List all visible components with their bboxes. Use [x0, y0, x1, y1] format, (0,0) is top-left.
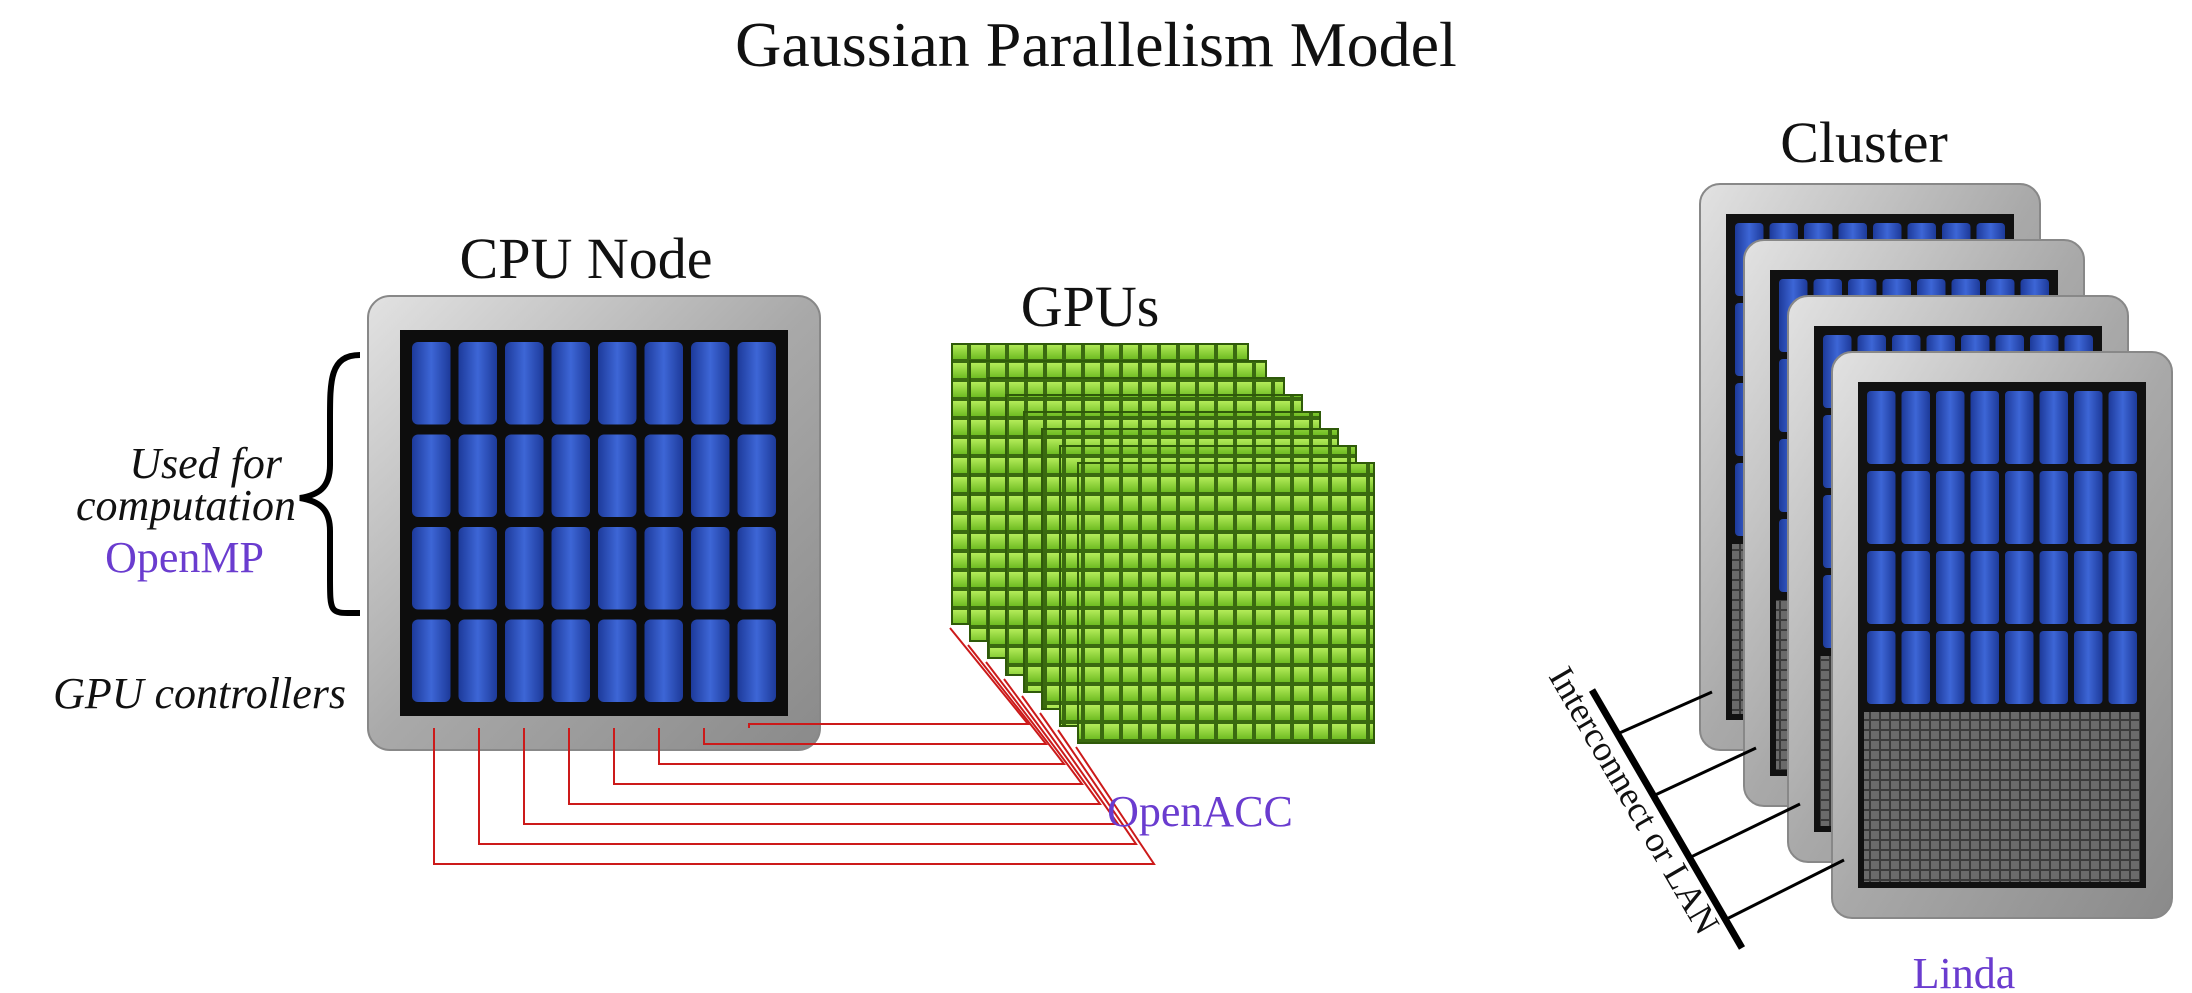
cluster-core	[2108, 551, 2137, 624]
cpu-core	[691, 619, 730, 702]
cluster-core	[1936, 471, 1965, 544]
controller-wire	[523, 712, 1120, 825]
cluster-core	[2108, 391, 2137, 464]
openacc-label: OpenACC	[1107, 787, 1293, 836]
controller-wire	[478, 728, 1138, 845]
cpu-core	[412, 342, 451, 425]
controller-wires	[433, 627, 1156, 865]
cpu-core	[644, 527, 683, 610]
controller-wire	[433, 728, 1156, 865]
controller-wire	[613, 678, 1084, 785]
cpu-core	[412, 434, 451, 517]
cpu-core	[551, 619, 590, 702]
cpu-core	[737, 342, 776, 425]
cpu-core	[598, 527, 637, 610]
cluster-core	[2074, 471, 2103, 544]
cluster-node	[1831, 351, 2173, 919]
controller-wire	[748, 627, 1031, 728]
cluster-core	[2005, 471, 2034, 544]
note-computation: computation	[76, 481, 296, 530]
cpu-core	[598, 434, 637, 517]
cpu-core	[412, 527, 451, 610]
cluster-core	[1901, 471, 1930, 544]
cluster-core	[2039, 551, 2068, 624]
cluster-core	[2074, 391, 2103, 464]
cpu-core	[458, 527, 497, 610]
controller-wire	[568, 695, 1102, 805]
cpu-core	[458, 434, 497, 517]
cpu-core	[551, 527, 590, 610]
cpu-core	[505, 342, 544, 425]
cluster-heading: Cluster	[1780, 110, 1948, 175]
controller-wire	[703, 644, 1049, 745]
cpu-core	[598, 619, 637, 702]
cluster-core	[1901, 631, 1930, 704]
cluster-core	[2005, 551, 2034, 624]
lan-link	[1724, 858, 1845, 921]
interconnect-lines	[1616, 690, 1845, 921]
gpu-card	[1077, 462, 1375, 744]
cpu-core	[644, 619, 683, 702]
cpu-core	[691, 342, 730, 425]
cluster-core	[2039, 631, 2068, 704]
lan-link	[1616, 690, 1713, 736]
cpu-core	[737, 527, 776, 610]
cpu-chip-icon	[367, 295, 821, 751]
cluster-core	[1901, 391, 1930, 464]
cpu-core	[505, 527, 544, 610]
cpu-core	[644, 434, 683, 517]
cluster-core	[2005, 631, 2034, 704]
cluster-node-icon	[1699, 183, 2173, 919]
cpu-core	[598, 342, 637, 425]
openmp-label: OpenMP	[105, 533, 264, 582]
lan-link	[1688, 802, 1801, 860]
cpu-core	[691, 434, 730, 517]
cluster-core	[1970, 551, 1999, 624]
cpu-node-heading: CPU Node	[460, 226, 713, 291]
cpu-core	[505, 619, 544, 702]
cpu-core	[644, 342, 683, 425]
cluster-core	[1867, 631, 1896, 704]
cpu-core	[737, 619, 776, 702]
cpu-core	[551, 434, 590, 517]
cluster-core	[1901, 551, 1930, 624]
cluster-core	[1867, 551, 1896, 624]
gpus-heading: GPUs	[1021, 274, 1160, 339]
note-used-for: Used for	[129, 439, 283, 488]
cluster-core	[1867, 391, 1896, 464]
gpu-controllers-label: GPU controllers	[53, 669, 346, 718]
cpu-core	[737, 434, 776, 517]
cpu-core	[505, 434, 544, 517]
cluster-core	[2005, 391, 2034, 464]
cluster-core	[1936, 631, 1965, 704]
cluster-core	[1970, 471, 1999, 544]
brace-icon	[299, 352, 361, 617]
cpu-core	[551, 342, 590, 425]
cluster-core	[1970, 391, 1999, 464]
linda-label: Linda	[1913, 949, 2016, 993]
cluster-core	[2039, 391, 2068, 464]
cluster-mesh	[1864, 712, 2140, 882]
cpu-core	[458, 619, 497, 702]
cpu-core	[458, 342, 497, 425]
cluster-core	[2074, 551, 2103, 624]
interconnect-bar	[1588, 688, 1746, 950]
cpu-die	[400, 330, 788, 716]
cluster-core	[1970, 631, 1999, 704]
cluster-core	[1936, 551, 1965, 624]
controller-wire	[658, 661, 1067, 765]
cluster-core	[2108, 631, 2137, 704]
cpu-core	[412, 619, 451, 702]
cluster-core	[2108, 471, 2137, 544]
cluster-core	[1867, 471, 1896, 544]
cluster-core	[2074, 631, 2103, 704]
lan-link	[1652, 746, 1757, 798]
cluster-core	[1936, 391, 1965, 464]
gpu-chip-icon	[951, 343, 1375, 744]
cpu-core	[691, 527, 730, 610]
cluster-core	[2039, 471, 2068, 544]
diagram-title: Gaussian Parallelism Model	[735, 9, 1457, 80]
